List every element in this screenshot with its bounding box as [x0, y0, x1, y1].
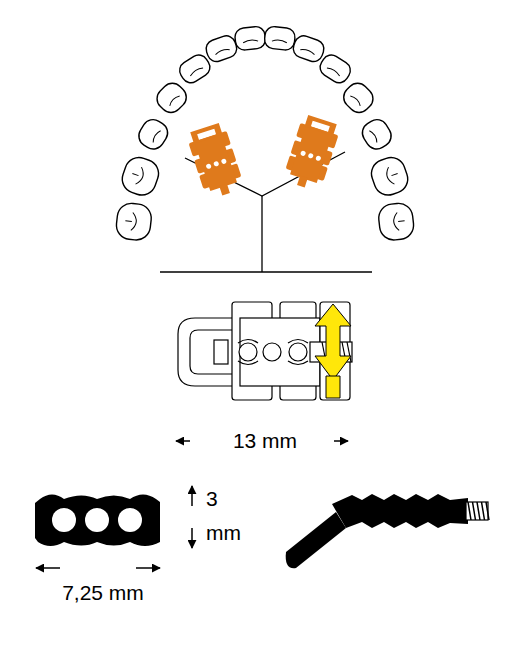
- dental-arch: [115, 26, 415, 242]
- expansion-screw-left: [185, 121, 245, 200]
- tooth: [234, 26, 266, 51]
- tooth: [377, 202, 415, 242]
- tooth: [264, 26, 296, 51]
- dimension-label: 3 mm: [206, 482, 240, 550]
- tooth: [291, 33, 327, 64]
- plate-side-view: [35, 495, 160, 547]
- screw-top-view: [178, 302, 352, 400]
- tooth: [115, 202, 153, 242]
- tooth: [135, 116, 172, 154]
- tooth: [204, 33, 240, 64]
- expansion-screw-right: [282, 113, 342, 192]
- tooth: [358, 116, 395, 154]
- tooth: [317, 52, 354, 87]
- dimension-label: 13 mm: [210, 428, 320, 453]
- dimension-label: 7,25 mm: [48, 580, 158, 605]
- tooth: [153, 79, 191, 117]
- screw-side-view: [286, 494, 489, 568]
- tooth: [368, 154, 412, 199]
- palate-lines: [160, 152, 372, 272]
- tooth: [339, 79, 377, 117]
- dimension-arrows: [36, 486, 192, 568]
- tooth: [118, 154, 162, 199]
